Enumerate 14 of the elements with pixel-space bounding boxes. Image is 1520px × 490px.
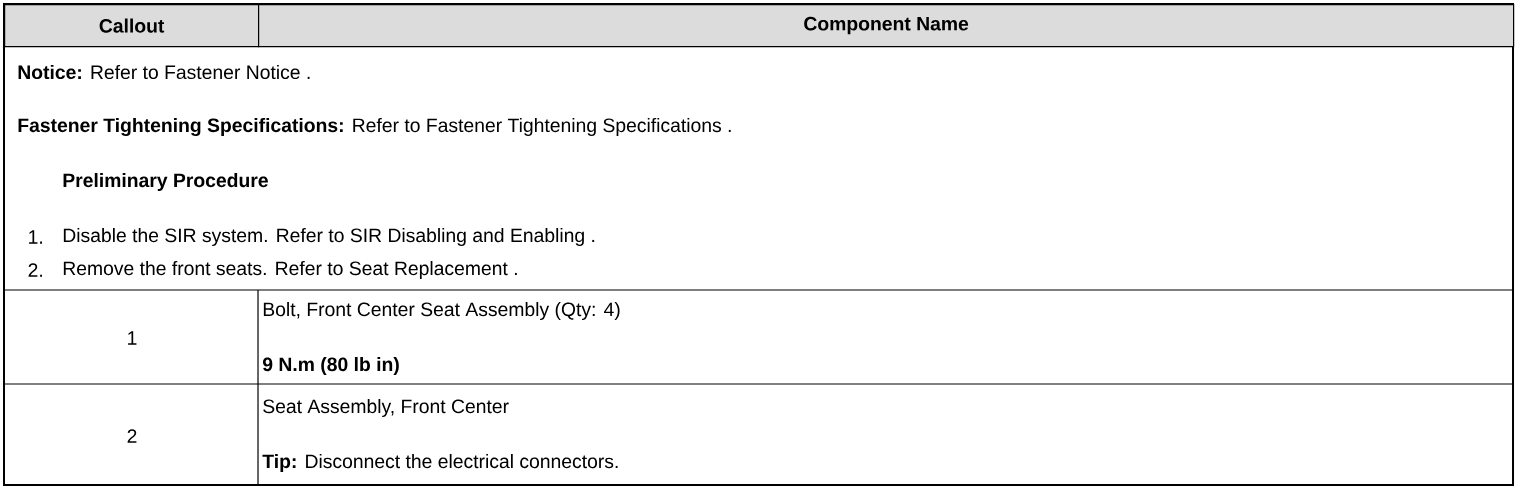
tip-text: Tip: Disconnect the electrical connectors. <box>262 454 618 472</box>
callout-number: 1 <box>128 331 137 345</box>
header-cell: Callout <box>4 4 260 48</box>
procedure-heading: Preliminary Procedure <box>63 173 268 191</box>
list-number: 1. <box>29 230 42 244</box>
callout-number: 2 <box>127 429 137 443</box>
list-number: 2. <box>28 263 42 277</box>
note-text: Notice: Refer to Fastener Notice . <box>18 64 310 80</box>
list-item: Remove the front seats. Refer to Seat Replacement . <box>63 261 517 279</box>
part-name: Bolt, Front Center Seat Assembly (Qty: 4) <box>263 302 620 320</box>
part-name: Seat Assembly, Front Center <box>263 399 509 417</box>
list-item: Disable the SIR system. Refer to SIR Disabling and Enabling . <box>63 228 595 246</box>
torque-spec: 9 N.m (80 lb in) <box>262 357 399 375</box>
note-text: Fastener Tightening Specifications: Refer to Fastener Tightening Specifications . <box>18 117 731 137</box>
